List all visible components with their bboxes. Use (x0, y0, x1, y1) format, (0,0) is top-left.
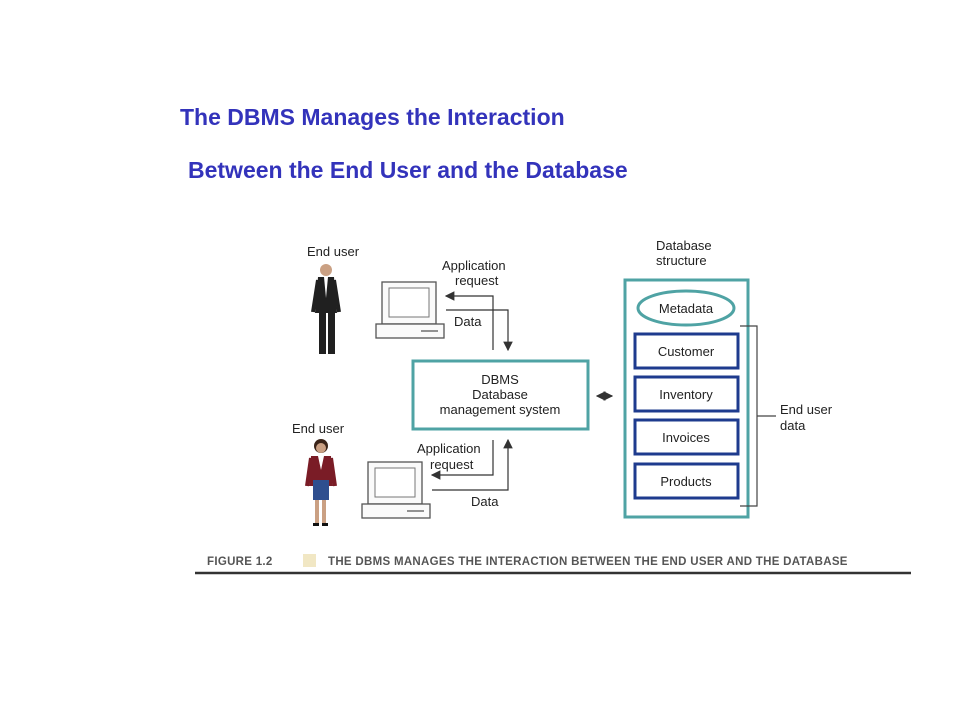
table-products-label: Products (660, 474, 712, 489)
dbms-label-line2: Database (472, 387, 528, 402)
data-bottom-label: Data (471, 494, 499, 509)
caption-text: THE DBMS MANAGES THE INTERACTION BETWEEN… (328, 556, 848, 568)
computer-bottom-icon (361, 461, 431, 519)
end-user-data-line2: data (780, 418, 806, 433)
db-structure-line1: Database (656, 238, 712, 253)
table-inventory-label: Inventory (659, 387, 713, 402)
slide-title-line-2: Between the End User and the Database (188, 157, 628, 183)
table-customer-label: Customer (658, 344, 715, 359)
table-invoices-label: Invoices (662, 430, 710, 445)
end-user-data-line1: End user (780, 402, 833, 417)
caption-swatch (303, 554, 316, 567)
app-request-top-line2: request (455, 273, 499, 288)
table-customer-box (633, 332, 740, 370)
end-user-top-label: End user (307, 244, 360, 259)
dbms-label-line1: DBMS (481, 372, 519, 387)
dbms-label-line3: management system (440, 402, 561, 417)
metadata-label: Metadata (659, 301, 714, 316)
end-user-bottom-person-icon (305, 439, 337, 526)
computer-top-icon (375, 281, 445, 339)
end-user-bottom-label: End user (292, 421, 345, 436)
table-products-box (633, 462, 740, 500)
end-user-top-person-icon (311, 264, 341, 354)
app-request-bottom-line2: request (430, 457, 474, 472)
metadata-ellipse (636, 289, 736, 327)
app-request-bottom-line1: Application (417, 441, 481, 456)
db-structure-line2: structure (656, 253, 707, 268)
data-top-label: Data (454, 314, 482, 329)
slide-title-line-1: The DBMS Manages the Interaction (180, 104, 565, 130)
table-invoices-box (633, 418, 740, 456)
app-request-top-line1: Application (442, 258, 506, 273)
caption-figure-number: FIGURE 1.2 (207, 556, 273, 568)
table-inventory-box (633, 375, 740, 413)
dbms-box (411, 359, 590, 431)
